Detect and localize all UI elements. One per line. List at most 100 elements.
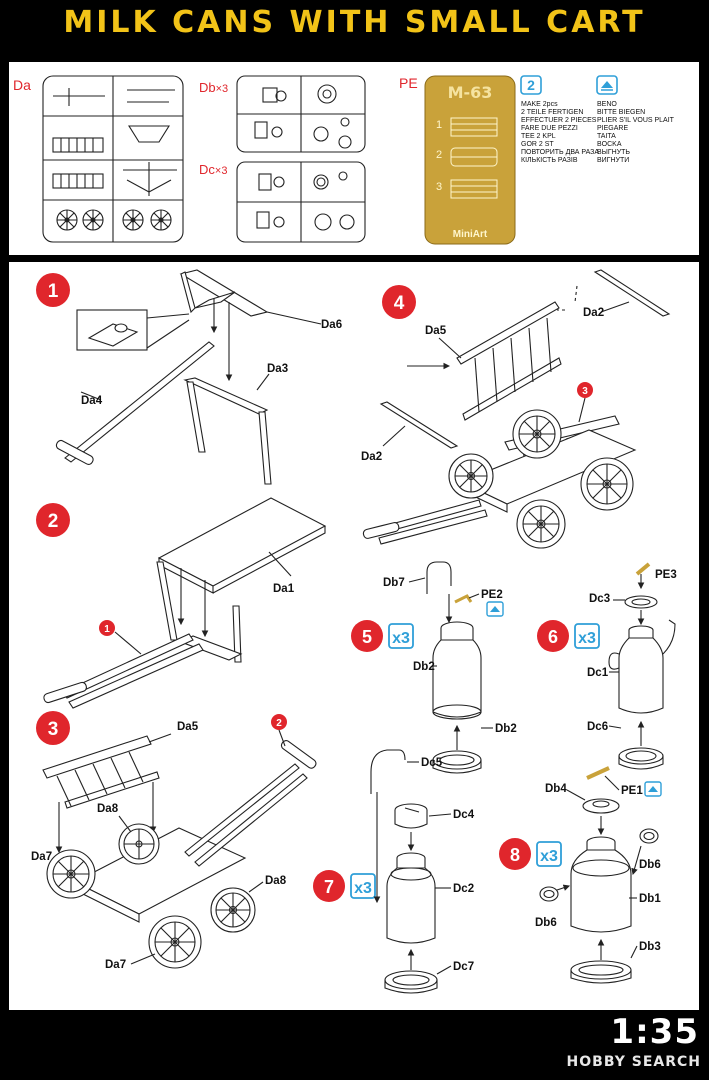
step-4: 4 Da2 Da5 — [361, 269, 671, 549]
step-7-label: Dc4 — [453, 809, 475, 821]
step-3-label: Da5 — [177, 721, 199, 733]
step-4-label: Da5 — [425, 325, 447, 337]
step-5-label: Db2 — [495, 723, 517, 735]
step-4-number: 4 — [394, 293, 405, 314]
step-1-label: Da4 — [81, 395, 103, 407]
step-8-multiplier: x3 — [540, 848, 558, 865]
step-2: 2 Da1 1 — [36, 497, 327, 709]
step-1-label: Da6 — [321, 319, 342, 331]
legend-make-line: EFFECTUER 2 PIECES — [521, 117, 597, 124]
step-6-label: PE3 — [655, 569, 677, 581]
sprue-db-label: Db×3 — [199, 80, 228, 95]
legend: 2 MAKE 2pcs 2 TEILE FERTIGEN EFFECTUER 2… — [520, 75, 675, 164]
step-8-label: Db6 — [639, 859, 661, 871]
bend-icon — [596, 75, 618, 95]
watermark-text: HOBBY SEARCH — [566, 1054, 701, 1070]
step-8-label: PE1 — [621, 785, 643, 797]
step-7-badge — [313, 870, 345, 902]
legend-make-line: ПОВТОРИТЬ ДВА РАЗА — [521, 149, 599, 156]
legend-bend-line: ВЫГНУТЬ — [597, 149, 630, 156]
step-3-number: 3 — [48, 719, 59, 740]
legend-bend-line: BENO — [597, 101, 617, 108]
step-7-multiplier: x3 — [354, 880, 372, 897]
step-6-number: 6 — [548, 627, 558, 647]
legend-bend-line: PLIER S'IL VOUS PLAIT — [597, 117, 675, 124]
step-3-badge — [36, 711, 70, 745]
step-2-label: Da1 — [273, 583, 295, 595]
step-3-label: Da7 — [105, 959, 126, 971]
step-7-label: Dc2 — [453, 883, 474, 895]
scale-label: 1:35 — [610, 1012, 699, 1052]
step-5-multiplier: x3 — [392, 630, 410, 647]
step-8: 8 x3 PE1 Db4 — [499, 766, 662, 984]
step-8-number: 8 — [510, 845, 520, 865]
step-6-label: Dc6 — [587, 721, 608, 733]
step-4-label: Da2 — [583, 307, 604, 319]
step-3-ref-number: 2 — [276, 718, 282, 729]
step-3-label: Da7 — [31, 851, 52, 863]
step-6-label: Dc1 — [587, 667, 609, 679]
step-8-badge — [499, 838, 531, 870]
bend-icon — [486, 601, 504, 617]
pe-fret: M-63 1 2 3 MiniArt — [424, 75, 516, 245]
step-4-ref-number: 3 — [582, 386, 588, 397]
legend-make-line: TEE 2 KPL — [521, 133, 556, 140]
step-3: 3 Da5 — [31, 711, 317, 971]
detail-inset — [76, 309, 148, 351]
assembly-panel: 1 Da6 Da4 — [9, 262, 699, 1010]
step-1: 1 Da6 Da4 — [36, 269, 342, 485]
step-5-label: Db2 — [413, 661, 435, 673]
bend-icon — [644, 781, 662, 797]
step-8-label: Db4 — [545, 783, 567, 795]
step-8-label: Db3 — [639, 941, 661, 953]
step-8-label: Db6 — [535, 917, 557, 929]
step-6-label: Dc3 — [589, 593, 610, 605]
step-7: 7 x3 Dc5 Dc4 Dc2 — [313, 749, 475, 994]
legend-bend-line: ВИГНУТИ — [597, 157, 629, 164]
legend-make-line: GOR 2 ST — [521, 141, 554, 148]
step-7-number: 7 — [324, 877, 334, 897]
page-title: MILK CANS WITH SMALL CART — [63, 5, 646, 40]
sprue-db — [236, 75, 366, 153]
legend-make-line: MAKE 2pcs — [521, 101, 558, 108]
legend-make-line: 2 TEILE FERTIGEN — [521, 109, 583, 116]
sprue-da — [42, 75, 184, 243]
sprue-da-label: Da — [13, 77, 31, 93]
step-2-ref-badge — [99, 620, 115, 636]
pe-part-number: 2 — [436, 149, 442, 161]
step-1-number: 1 — [48, 281, 59, 302]
watermark: HOBBY SEARCH — [567, 1054, 701, 1070]
legend-bend-line: BOCKA — [597, 141, 622, 148]
make-icon: 2 — [527, 77, 535, 93]
legend-bend-line: BITTE BIEGEN — [597, 109, 645, 116]
pe-fret-code: M-63 — [448, 83, 493, 102]
step-6-badge — [537, 620, 569, 652]
step-2-number: 2 — [48, 511, 59, 532]
step-7-label: Dc7 — [453, 961, 474, 973]
step-5-label: PE2 — [481, 589, 503, 601]
step-6-multiplier: x3 — [578, 630, 596, 647]
assembly-drawing: 1 Da6 Da4 — [31, 269, 677, 994]
step-7-label: Dc5 — [421, 757, 443, 769]
sprue-dc-label: Dc×3 — [199, 162, 227, 177]
step-4-badge — [382, 285, 416, 319]
legend-bend-line: TAITA — [597, 133, 616, 140]
step-4-ref-badge — [577, 382, 593, 398]
step-5-number: 5 — [362, 627, 372, 647]
pe-part-number: 1 — [436, 119, 442, 131]
step-1-badge — [36, 273, 70, 307]
step-3-ref-badge — [271, 714, 287, 730]
legend-make-line: КІЛЬКІСТЬ РАЗІВ — [521, 157, 578, 164]
step-5-label: Db7 — [383, 577, 405, 589]
step-4-label: Da2 — [361, 451, 382, 463]
step-2-badge — [36, 503, 70, 537]
sprue-dc — [236, 161, 366, 243]
step-8-label: Db1 — [639, 893, 661, 905]
step-5: 5 x3 Db7 PE2 — [351, 561, 517, 774]
pe-maker-logo: MiniArt — [453, 229, 488, 240]
pe-part-number: 3 — [436, 181, 442, 193]
sprue-pe-label: PE — [399, 75, 418, 91]
step-6: 6 x3 PE3 Dc3 Dc1 — [537, 562, 677, 770]
step-3-label: Da8 — [265, 875, 287, 887]
